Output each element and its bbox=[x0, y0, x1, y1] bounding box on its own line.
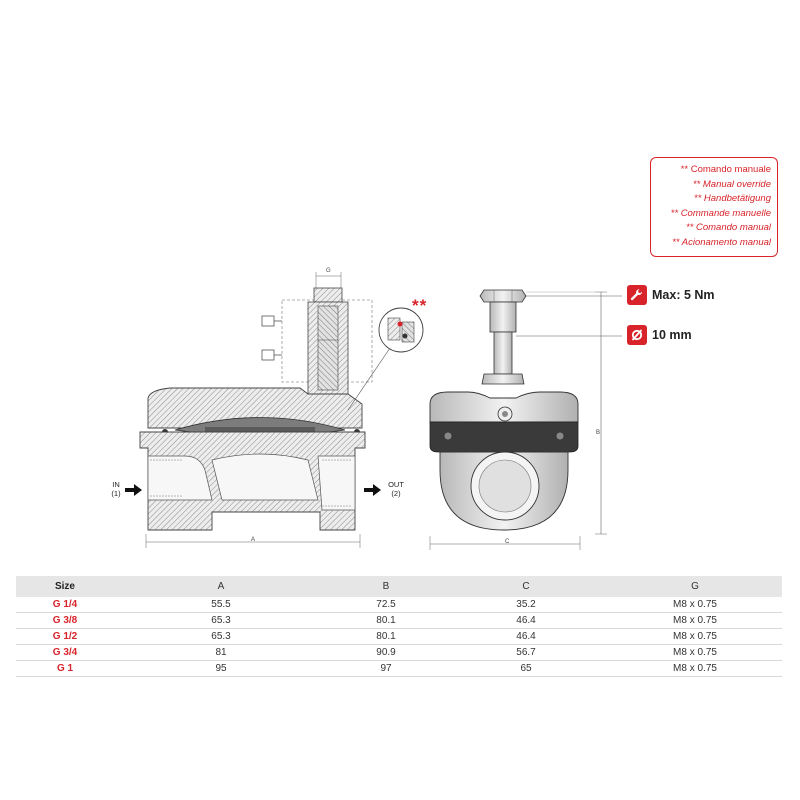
a-cell: 55.5 bbox=[114, 597, 328, 613]
legend-line: ** Handbetätigung bbox=[693, 193, 771, 204]
g-cell: M8 x 0.75 bbox=[608, 612, 782, 629]
size-cell: G 3/8 bbox=[16, 612, 114, 629]
c-cell: 46.4 bbox=[444, 612, 608, 629]
b-cell: 90.9 bbox=[328, 644, 444, 661]
a-cell: 95 bbox=[114, 660, 328, 677]
table-row: G 1/2 65.3 80.1 46.4 M8 x 0.75 bbox=[16, 628, 782, 645]
size-cell: G 1 bbox=[16, 660, 114, 677]
table-header-row: Size A B C G bbox=[16, 576, 782, 597]
c-cell: 56.7 bbox=[444, 644, 608, 661]
column-header-size: Size bbox=[16, 576, 114, 597]
torque-label: Max: 5 Nm bbox=[652, 288, 715, 302]
size-cell: G 3/4 bbox=[16, 644, 114, 661]
manual-override-legend: ** Comando manuale ** Manual override **… bbox=[650, 157, 778, 257]
legend-line: ** Comando manuale bbox=[680, 164, 771, 175]
column-header-a: A bbox=[114, 576, 328, 597]
dimensions-table: Size A B C G G 1/4 55.5 72.5 35.2 M8 x 0… bbox=[16, 576, 782, 677]
a-cell: 65.3 bbox=[114, 628, 328, 645]
front-view bbox=[429, 289, 622, 550]
valve-technical-drawing bbox=[125, 272, 622, 550]
dimension-a-label: A bbox=[251, 537, 256, 543]
size-cell: G 1/2 bbox=[16, 628, 114, 645]
diameter-label: 10 mm bbox=[652, 328, 692, 342]
dimension-c-label: C bbox=[505, 539, 510, 545]
column-header-c: C bbox=[444, 576, 608, 597]
a-cell: 81 bbox=[114, 644, 328, 661]
legend-line: ** Commande manuelle bbox=[670, 207, 771, 219]
outlet-label: OUT bbox=[388, 480, 404, 489]
outlet-number: (2) bbox=[391, 489, 401, 498]
b-cell: 97 bbox=[328, 660, 444, 677]
inlet-port-label: IN (1) bbox=[106, 480, 126, 498]
wrench-icon bbox=[627, 285, 647, 305]
b-cell: 80.1 bbox=[328, 628, 444, 645]
c-cell: 35.2 bbox=[444, 597, 608, 613]
table-row: G 1/4 55.5 72.5 35.2 M8 x 0.75 bbox=[16, 597, 782, 613]
a-cell: 65.3 bbox=[114, 612, 328, 629]
manual-override-marker: ** bbox=[412, 296, 428, 315]
table-row: G 3/4 81 90.9 56.7 M8 x 0.75 bbox=[16, 644, 782, 661]
table-row: G 3/8 65.3 80.1 46.4 M8 x 0.75 bbox=[16, 612, 782, 629]
legend-line: ** Manual override bbox=[692, 178, 771, 190]
table-row: G 1 95 97 65 M8 x 0.75 bbox=[16, 660, 782, 677]
diameter-icon bbox=[627, 325, 647, 345]
inlet-label: IN bbox=[112, 480, 120, 489]
size-cell: G 1/4 bbox=[16, 597, 114, 613]
legend-line: ** Comando manual bbox=[685, 222, 771, 233]
legend-line: ** Acionamento manual bbox=[672, 236, 771, 248]
outlet-port-label: OUT (2) bbox=[383, 480, 409, 498]
dimension-b-label: B bbox=[596, 430, 601, 436]
b-cell: 80.1 bbox=[328, 612, 444, 629]
cross-section-view bbox=[125, 272, 424, 548]
g-cell: M8 x 0.75 bbox=[608, 644, 782, 661]
column-header-g: G bbox=[608, 576, 782, 597]
g-cell: M8 x 0.75 bbox=[608, 628, 782, 645]
column-header-b: B bbox=[328, 576, 444, 597]
g-cell: M8 x 0.75 bbox=[608, 660, 782, 677]
c-cell: 65 bbox=[444, 660, 608, 677]
g-cell: M8 x 0.75 bbox=[608, 597, 782, 613]
inlet-number: (1) bbox=[111, 489, 121, 498]
b-cell: 72.5 bbox=[328, 597, 444, 613]
c-cell: 46.4 bbox=[444, 628, 608, 645]
dimension-g-label: G bbox=[326, 268, 331, 274]
